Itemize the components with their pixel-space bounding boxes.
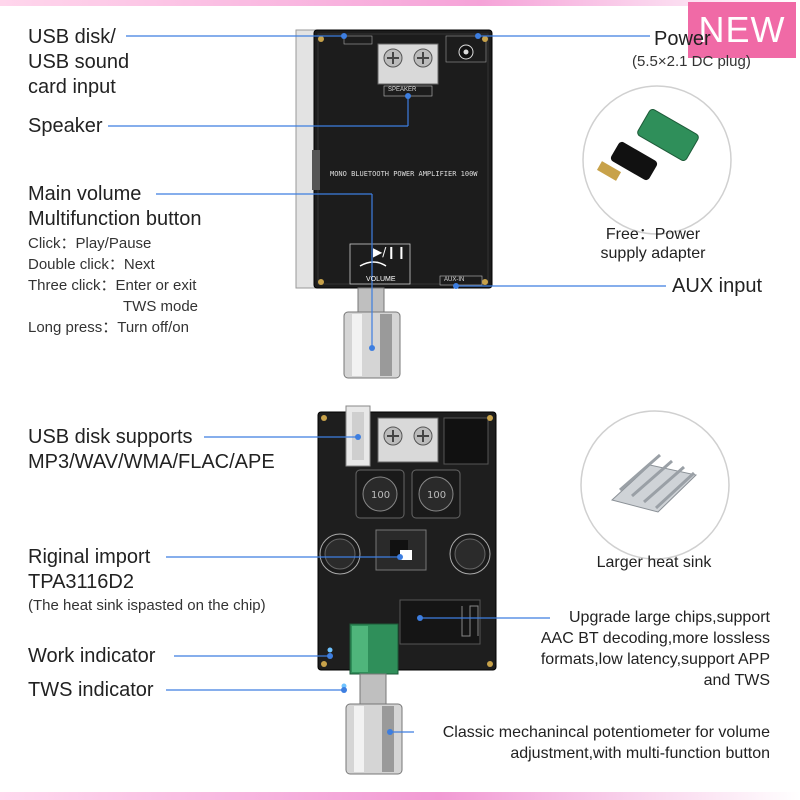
aux-input-label: AUX input xyxy=(672,275,763,297)
potentiometer-label-1: Classic mechanincal potentiometer for vo… xyxy=(442,724,770,741)
function-tws-mode: TWS mode xyxy=(123,298,199,315)
adapter-label-1: Free：Power xyxy=(605,226,701,243)
speaker-label: Speaker xyxy=(28,115,103,137)
upgrade-label-4: and TWS xyxy=(703,672,770,689)
function-long-press: Long press：Turn off/on xyxy=(28,319,189,336)
board-speaker-silkscreen: SPEAKER xyxy=(388,87,417,93)
multifunction-button-label: Multifunction button xyxy=(28,208,202,230)
chip-label-1: Riginal import xyxy=(28,546,151,568)
board-volume-silkscreen: VOLUME xyxy=(366,276,396,283)
chip-label-2: TPA3116D2 xyxy=(28,571,134,593)
board-aux-silkscreen: AUX-IN xyxy=(444,277,465,283)
bare-board: 100 100 xyxy=(317,405,497,775)
chip-note: (The heat sink ispasted on the chip) xyxy=(28,597,266,614)
usb-input-label-1: USB disk/ xyxy=(28,26,116,48)
adapter-label-2: supply adapter xyxy=(600,245,706,262)
heat-sink-picture xyxy=(580,410,730,560)
board-title-silkscreen: MONO BLUETOOTH POWER AMPLIFIER 100W xyxy=(330,170,478,178)
power-spec-label: (5.5×2.1 DC plug) xyxy=(632,53,751,70)
upgrade-label-3: formats,low latency,support APP xyxy=(540,651,770,668)
function-three-click: Three click：Enter or exit xyxy=(28,277,197,294)
upgrade-label-2: AAC BT decoding,more lossless xyxy=(540,630,770,647)
upgrade-label-1: Upgrade large chips,support xyxy=(568,609,770,626)
work-indicator-label: Work indicator xyxy=(28,645,156,667)
function-click: Click：Play/Pause xyxy=(28,235,152,252)
power-adapter-picture xyxy=(582,85,732,235)
callout-lines xyxy=(108,35,666,733)
top-frame-stripe xyxy=(0,0,800,6)
power-label: Power xyxy=(654,28,711,50)
function-double-click: Double click：Next xyxy=(28,256,155,273)
usb-input-label-2: USB sound xyxy=(28,51,130,73)
callout-dots xyxy=(327,33,481,735)
usb-support-label-2: MP3/WAV/WMA/FLAC/APE xyxy=(28,451,275,473)
potentiometer-label-2: adjustment,with multi-function button xyxy=(510,745,770,762)
svg-text:▶/❙❙: ▶/❙❙ xyxy=(373,245,406,259)
amplifier-case: ▶/❙❙ xyxy=(295,29,493,379)
new-badge: NEW xyxy=(688,2,796,58)
heat-sink-label: Larger heat sink xyxy=(596,554,712,571)
svg-text:100: 100 xyxy=(427,490,446,501)
usb-support-label-1: USB disk supports xyxy=(28,426,193,448)
main-volume-label: Main volume xyxy=(28,183,142,205)
bottom-frame-stripe xyxy=(0,792,800,800)
usb-input-label-3: card input xyxy=(28,76,116,98)
tws-indicator-label: TWS indicator xyxy=(28,679,154,701)
svg-text:100: 100 xyxy=(371,490,390,501)
